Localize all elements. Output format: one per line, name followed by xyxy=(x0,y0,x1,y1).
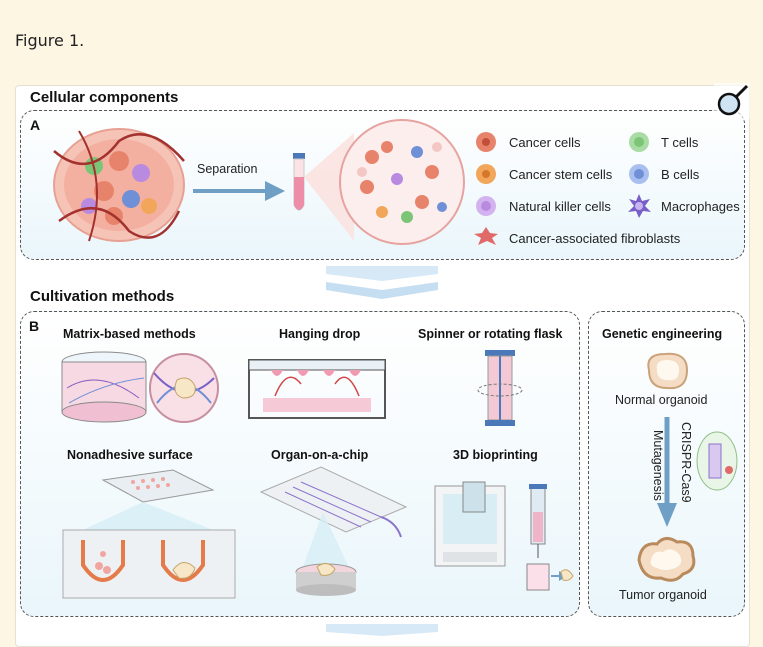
normal-organoid-icon xyxy=(647,352,689,390)
separation-label: Separation xyxy=(197,162,258,176)
legend-b-cells: B cells xyxy=(661,167,700,182)
fibroblast-icon xyxy=(474,227,498,245)
legend-natural-killer-cells: Natural killer cells xyxy=(509,199,611,214)
cancer-stem-cell-icon xyxy=(476,164,496,184)
mutagenesis-label: Mutagenesis xyxy=(651,430,665,501)
legend-macrophages: Macrophages xyxy=(661,199,740,214)
legend-cancer-associated-fibroblasts: Cancer-associated fibroblasts xyxy=(509,231,681,246)
tumor-organoid-icon xyxy=(637,537,696,582)
nk-cell-icon xyxy=(476,196,496,216)
crispr-label: CRISPR-Cas9 xyxy=(679,422,693,503)
bioprinter-illustration xyxy=(434,481,574,591)
method-organ-on-chip: Organ-on-a-chip xyxy=(271,448,369,462)
crispr-cell-icon xyxy=(696,431,738,491)
panel-a-letter: A xyxy=(30,117,41,133)
zoom-magnifier-icon[interactable] xyxy=(714,83,750,119)
section-title-cultivation: Cultivation methods xyxy=(30,288,175,305)
method-hanging-drop: Hanging drop xyxy=(279,327,361,341)
panel-b-letter: B xyxy=(29,318,40,334)
separation-arrow xyxy=(193,181,285,201)
zoom-cone xyxy=(304,133,354,241)
legend-cancer-stem-cells: Cancer stem cells xyxy=(509,167,613,182)
flow-chevron-down xyxy=(326,266,438,299)
organ-on-chip-illustration xyxy=(259,466,408,596)
method-3d-bioprinting: 3D bioprinting xyxy=(453,448,538,462)
mutagenesis-arrow xyxy=(657,417,677,527)
genetic-title: Genetic engineering xyxy=(602,327,723,341)
panel-a: A Separation xyxy=(20,110,745,260)
figure-caption: Figure 1. xyxy=(15,31,85,50)
legend-t-cells: T cells xyxy=(661,135,699,150)
panel-b: B Matrix-based methods Hanging drop Spin… xyxy=(20,311,580,617)
cancer-cell-icon xyxy=(476,132,496,152)
test-tube-icon xyxy=(293,153,305,211)
method-matrix-based: Matrix-based methods xyxy=(63,327,196,341)
macrophage-icon xyxy=(628,194,651,218)
section-title-cellular: Cellular components xyxy=(30,89,179,106)
matrix-dish-illustration xyxy=(61,351,219,423)
method-nonadhesive: Nonadhesive surface xyxy=(67,448,193,462)
hanging-drop-illustration xyxy=(248,359,386,419)
t-cell-icon xyxy=(629,132,649,152)
flow-chevron-down-2 xyxy=(326,624,438,636)
tumor-organoid-label: Tumor organoid xyxy=(619,588,707,602)
nonadhesive-plate-illustration xyxy=(62,469,236,599)
cell-suspension-circle xyxy=(339,119,465,245)
legend-cancer-cells: Cancer cells xyxy=(509,135,581,150)
b-cell-icon xyxy=(629,164,649,184)
figure-card: Cellular components A Separation xyxy=(15,85,750,647)
spinner-flask-illustration xyxy=(477,350,523,426)
normal-organoid-label: Normal organoid xyxy=(615,393,708,407)
panel-genetic: Genetic engineering Normal organoid Muta… xyxy=(588,311,745,617)
method-spinner-flask: Spinner or rotating flask xyxy=(418,327,563,341)
tumor-tissue-illustration xyxy=(53,128,185,242)
